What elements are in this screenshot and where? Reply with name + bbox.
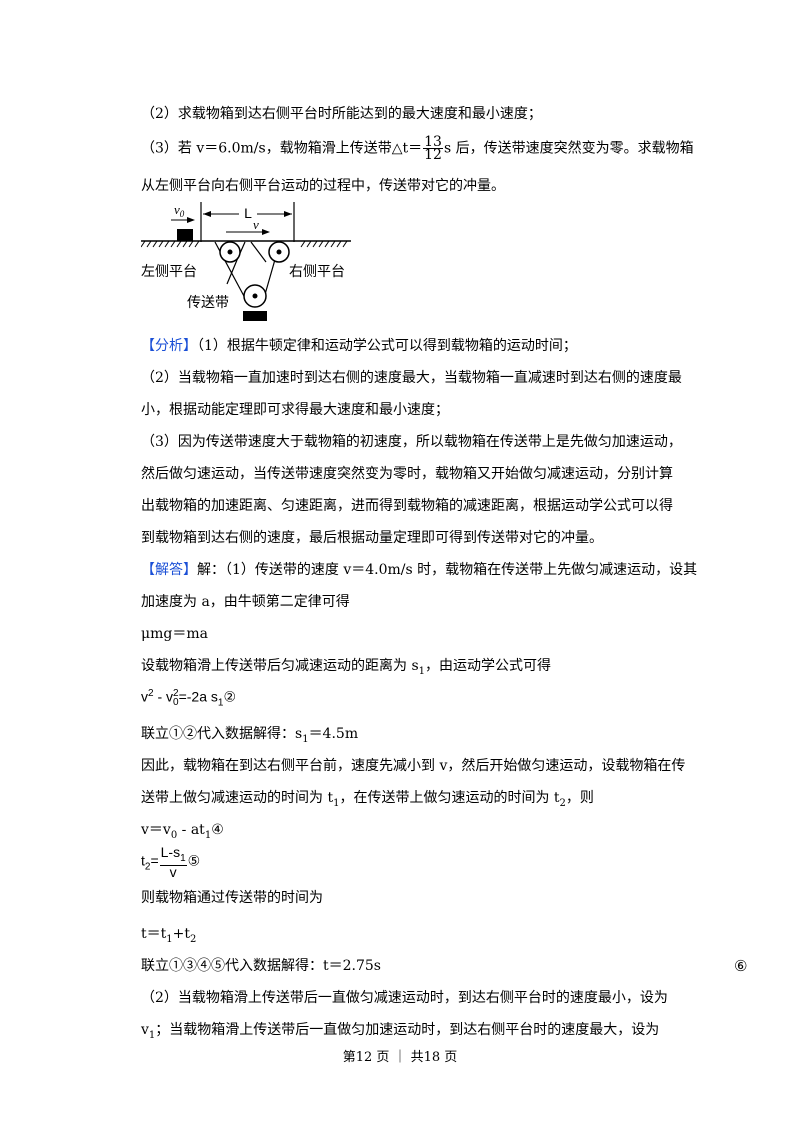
answer-line-5: 因此，载物箱在到达右侧平台前，速度先减小到 v，然后开始做匀速运动，设载物箱在传 <box>141 758 686 774</box>
answer-text-3a: 设载物箱滑上传送带后匀减速运动的距离为 s <box>141 658 419 674</box>
eq4-sub0: 0 <box>170 829 178 841</box>
subscript: 1 <box>333 797 340 809</box>
eq4-b: - at <box>177 822 205 838</box>
answer-line-2: 加速度为 a，由牛顿第二定律可得 <box>141 594 350 610</box>
eq5-t: t <box>141 852 145 869</box>
answer-line-8: 联立①③④⑤代入数据解得：t＝2.75s <box>141 958 381 974</box>
eq5-numerator: L-s1 <box>159 844 187 866</box>
eq2-mark: ② <box>223 689 237 706</box>
answer-text-10a: v <box>141 1022 149 1038</box>
eq2-v: v <box>141 688 148 705</box>
page-footer: 第12 页 ｜ 共18 页 <box>342 1050 458 1065</box>
analysis-text-1: （1）根据牛顿定律和运动学公式可以得到载物箱的运动时间； <box>197 338 577 354</box>
eq4-mark: ④ <box>211 822 224 838</box>
eq5-mark: ⑤ <box>187 853 201 870</box>
motor-block <box>243 311 267 321</box>
analysis-line-5: 然后做匀速运动，当传送带速度突然变为零时，载物箱又开始做匀减速运动，分别计算 <box>141 466 673 482</box>
analysis-line-6: 出载物箱的加速距离、匀速距离，进而得到载物箱的减速距离，根据运动学公式可以得 <box>141 498 673 514</box>
answer-text-10b: ；当载物箱滑上传送带后一直做匀加速运动时，到达右侧平台时的速度最大，设为 <box>155 1022 660 1038</box>
q3-text-b: s 后，传送带速度突然变为零。求载物箱 <box>443 140 694 157</box>
answer-line-9: （2）当载物箱滑上传送带后一直做匀减速运动时，到达右侧平台时的速度最小，设为 <box>141 990 668 1006</box>
equation-4: v＝v0 - at1④ <box>141 820 224 846</box>
belt-label: 传送带 <box>187 295 229 311</box>
eq4-a: v＝v <box>141 822 171 838</box>
subscript: 1 <box>302 733 309 745</box>
answer-text-1: 解：（1）传送带的速度 v＝4.0m/s 时，载物箱在传送带上先做匀减速运动，设… <box>197 562 698 578</box>
answer-line-6: 送带上做匀减速运动的时间为 t1，在传送带上做匀速运动的时间为 t2，则 <box>141 788 594 814</box>
answer-text-4b: ＝4.5m <box>308 726 359 742</box>
equation-1: μmg＝ma <box>141 626 208 642</box>
right-platform-label: 右侧平台 <box>289 264 345 280</box>
answer-text-3b: ，由运动学公式可得 <box>425 658 552 674</box>
equation-6: t＝t1+t2 <box>141 924 196 950</box>
answer-text-6a: 送带上做匀减速运动的时间为 t <box>141 790 334 806</box>
conveyor-belt-diagram: L v0 v 左侧平台 右侧平台 传送带 <box>141 202 351 321</box>
initial-velocity-label: v0 <box>174 202 185 219</box>
answer-line-7: 则载物箱通过传送带的时间为 <box>141 890 323 906</box>
answer-text-4a: 联立①②代入数据解得：s <box>141 726 303 742</box>
answer-line-1: 【解答】解：（1）传送带的速度 v＝4.0m/s 时，载物箱在传送带上先做匀减速… <box>141 560 697 580</box>
question-2: （2）求载物箱到达右侧平台时所能达到的最大速度和最小速度； <box>141 106 542 122</box>
subscript: 2 <box>559 797 566 809</box>
subscript: 1 <box>418 665 426 677</box>
answer-text-6b: ，在传送带上做匀速运动的时间为 t <box>339 790 560 806</box>
analysis-line-2: （2）当载物箱一直加速时到达右侧的速度最大，当载物箱一直减速时到达右侧的速度最 <box>141 370 682 386</box>
belt-velocity-label: v <box>253 217 259 232</box>
eq6-sub1: 1 <box>166 933 173 945</box>
answer-text-6c: ，则 <box>565 790 594 806</box>
analysis-tag: 【分析】 <box>141 338 197 354</box>
analysis-line-1: 【分析】（1）根据牛顿定律和运动学公式可以得到载物箱的运动时间； <box>141 336 577 356</box>
fraction-numerator: 13 <box>423 134 443 150</box>
answer-line-4: 联立①②代入数据解得：s1＝4.5m <box>141 724 358 750</box>
eq6-b: +t <box>172 926 190 942</box>
left-platform-label: 左侧平台 <box>141 264 197 280</box>
fraction-denominator: 12 <box>424 147 442 163</box>
answer-line-3: 设载物箱滑上传送带后匀减速运动的距离为 s1，由运动学公式可得 <box>141 656 551 682</box>
eq2-sub1: 1 <box>217 697 224 709</box>
eq2-rest: =-2a s <box>178 688 218 705</box>
eq6-a: t＝t <box>141 926 167 942</box>
q3-text-a: （3）若 v＝6.0m/s，载物箱滑上传送带△t＝ <box>141 140 423 157</box>
analysis-line-4: （3）因为传送带速度大于载物箱的初速度，所以载物箱在传送带上是先做匀加速运动， <box>141 434 682 450</box>
analysis-line-3: 小，根据动能定理即可求得最大速度和最小速度； <box>141 402 449 418</box>
answer-tag: 【解答】 <box>141 562 197 578</box>
subscript: 1 <box>148 1029 156 1041</box>
eq4-sub1: 1 <box>204 829 212 841</box>
eq5-equals: = <box>150 852 159 869</box>
eq5-sub2: 2 <box>144 861 151 873</box>
analysis-line-7: 到载物箱到达右侧的速度，最后根据动量定理即可得到传送带对它的冲量。 <box>141 530 603 546</box>
eq6-sub2: 2 <box>190 933 197 945</box>
cargo-box <box>177 229 193 241</box>
answer-line-10: v1；当载物箱滑上传送带后一直做匀加速运动时，到达右侧平台时的速度最大，设为 <box>141 1020 659 1046</box>
equation-mark-6: ⑥ <box>734 957 748 975</box>
eq2-sup: 2 <box>148 688 154 699</box>
question-3-line-2: 从左侧平台向右侧平台运动的过程中，传送带对它的冲量。 <box>141 178 505 194</box>
eq5-denominator: v <box>169 863 177 880</box>
length-label: L <box>244 205 252 221</box>
eq2-minus: - v <box>153 688 174 705</box>
